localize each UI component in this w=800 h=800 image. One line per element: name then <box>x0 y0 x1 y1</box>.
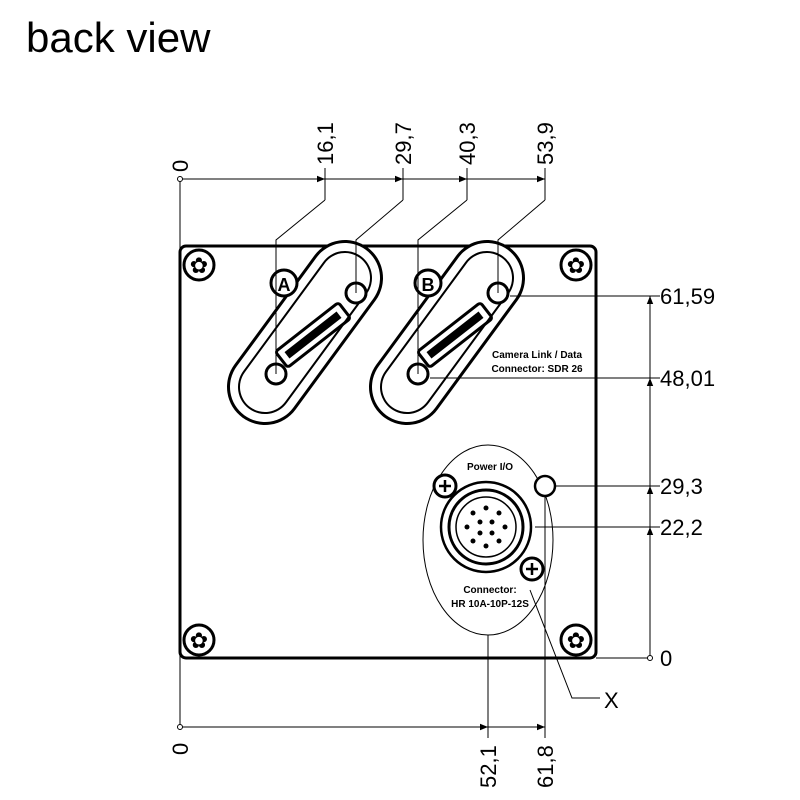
top-dim-0: 0 <box>168 160 193 172</box>
port-a-label: A <box>278 275 291 295</box>
power-connector <box>439 480 533 574</box>
power-connector-label: Connector: <box>463 585 516 596</box>
svg-text:✿: ✿ <box>190 254 208 279</box>
bottom-dimensions <box>180 496 546 738</box>
top-dim-4: 53,9 <box>533 122 558 165</box>
connector-a: A <box>227 240 383 425</box>
power-screw-right <box>519 556 545 582</box>
right-dim-4: 0 <box>660 646 672 671</box>
top-dim-2: 29,7 <box>391 122 416 165</box>
corner-screw-tl: ✿ <box>182 248 216 282</box>
right-dim-3: 22,2 <box>660 515 703 540</box>
bottom-dim-1: 52,1 <box>476 745 501 788</box>
corner-screw-tr: ✿ <box>559 248 593 282</box>
bottom-dim-0: 0 <box>168 743 193 755</box>
top-dim-3: 40,3 <box>455 122 480 165</box>
top-dim-1: 16,1 <box>313 122 338 165</box>
right-dim-0: 61,59 <box>660 284 715 309</box>
bottom-dim-2: 61,8 <box>533 745 558 788</box>
power-connector-model: HR 10A-10P-12S <box>451 599 529 610</box>
right-dim-2: 29,3 <box>660 474 703 499</box>
top-dimensions <box>179 168 546 728</box>
callout-x-label: X <box>604 688 619 713</box>
svg-text:✿: ✿ <box>567 254 585 279</box>
power-screw-left <box>432 473 458 499</box>
corner-screw-bl: ✿ <box>182 623 216 657</box>
connector-b: B <box>369 240 525 425</box>
port-b-label: B <box>422 275 435 295</box>
camera-link-connector-label: Connector: SDR 26 <box>491 364 583 375</box>
callout-x-leader <box>529 589 600 699</box>
power-io-label: Power I/O <box>467 462 513 473</box>
reference-hole-x <box>533 474 557 498</box>
right-dim-1: 48,01 <box>660 366 715 391</box>
page-title: back view <box>26 14 211 61</box>
camera-link-label: Camera Link / Data <box>492 350 582 361</box>
camera-body <box>178 244 598 660</box>
corner-screw-br: ✿ <box>559 623 593 657</box>
svg-text:✿: ✿ <box>567 629 585 654</box>
right-dimensions <box>430 295 660 659</box>
svg-text:✿: ✿ <box>190 629 208 654</box>
